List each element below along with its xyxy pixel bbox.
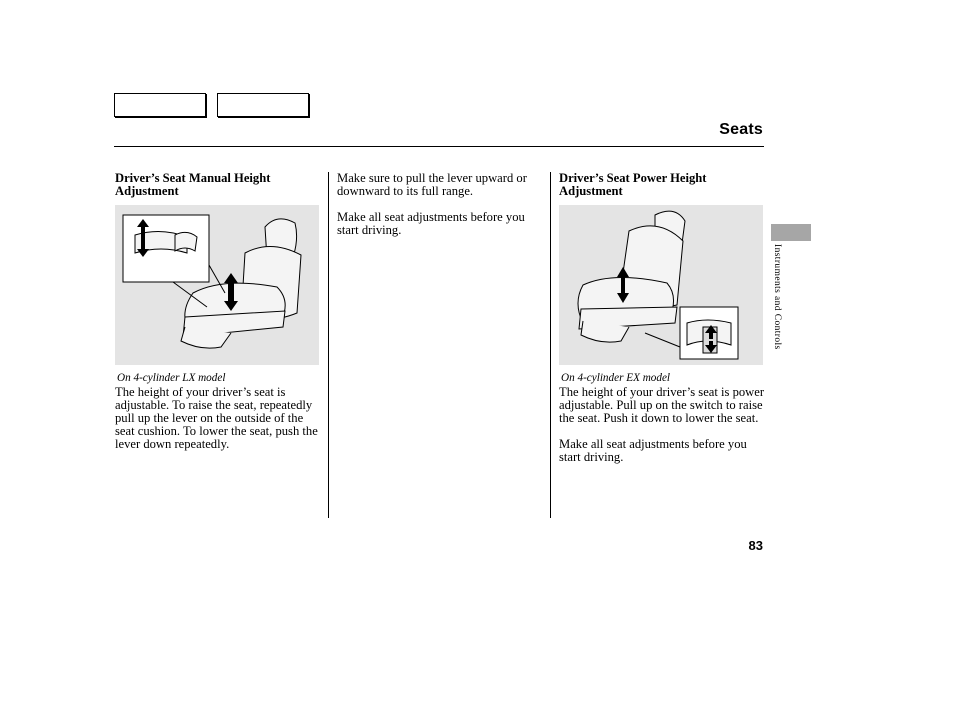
manual-figure-caption: On 4-cylinder LX model [117,372,226,384]
middle-para-1: Make sure to pull the lever upward or do… [337,171,527,198]
power-height-heading: Driver’s Seat Power Height Adjustment [559,171,707,198]
power-body-text: The height of your driver’s seat is powe… [559,385,765,425]
right-column: Driver’s Seat Power Height Adjustment [559,172,764,198]
nav-prev-button[interactable] [114,93,206,117]
page-title: Seats [719,121,763,138]
seat-switch-illustration [577,210,739,360]
page-number: 83 [748,538,763,553]
middle-column: Make sure to pull the lever upward or do… [337,172,537,237]
header-divider [114,146,764,147]
middle-para-2: Make all seat adjustments before you sta… [337,210,525,237]
power-figure-caption: On 4-cylinder EX model [561,372,671,384]
column-divider [550,172,551,518]
manual-body: The height of your driver’s seat is adju… [115,386,322,451]
manual-seat-figure [115,205,319,365]
section-tab[interactable] [771,224,811,241]
power-seat-figure [559,205,763,365]
nav-next-button[interactable] [217,93,309,117]
manual-body-text: The height of your driver’s seat is adju… [115,385,318,451]
power-body: The height of your driver’s seat is powe… [559,386,766,464]
power-para-2: Make all seat adjustments before you sta… [559,437,747,464]
column-divider [328,172,329,518]
manual-height-heading: Driver’s Seat Manual Height Adjustment [115,171,271,198]
section-tab-label: Instruments and Controls [772,244,782,350]
left-column: Driver’s Seat Manual Height Adjustment [115,172,320,198]
seat-lever-illustration [122,214,302,349]
